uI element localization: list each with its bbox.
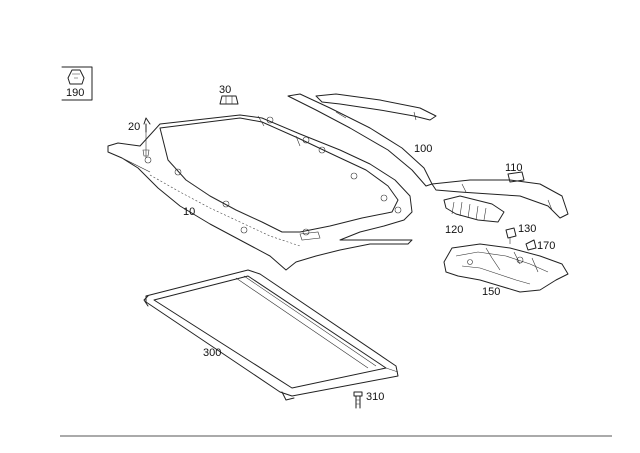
callout-130: 130	[518, 223, 536, 235]
callout-20: 20	[128, 121, 140, 133]
part-20-pin[interactable]: 20	[128, 117, 151, 158]
part-300-sunblind[interactable]: 300	[143, 269, 399, 401]
callout-30: 30	[219, 84, 231, 96]
part-110-rail[interactable]: 110	[431, 162, 569, 219]
part-10-headliner[interactable]: 10	[107, 114, 413, 271]
part-30-clip[interactable]: 30	[219, 84, 239, 105]
callout-170: 170	[537, 240, 555, 252]
part-190-box[interactable]: 190	[61, 66, 93, 101]
callout-10: 10	[183, 206, 195, 218]
mount-points	[144, 116, 402, 236]
callout-150: 150	[482, 286, 500, 298]
part-170-screw[interactable]: 170	[525, 239, 555, 252]
callout-190: 190	[66, 87, 84, 99]
callout-310: 310	[366, 391, 384, 403]
callout-300: 300	[203, 347, 221, 359]
callout-110: 110	[505, 162, 523, 174]
part-310-screw[interactable]: 310	[353, 391, 384, 409]
part-150-console[interactable]: 150	[443, 243, 569, 298]
part-130-clip[interactable]: 130	[505, 223, 536, 244]
clip-190-icon	[67, 69, 85, 85]
callout-120: 120	[445, 224, 463, 236]
callout-100: 100	[414, 143, 432, 155]
part-120-bracket[interactable]: 120	[443, 195, 505, 236]
